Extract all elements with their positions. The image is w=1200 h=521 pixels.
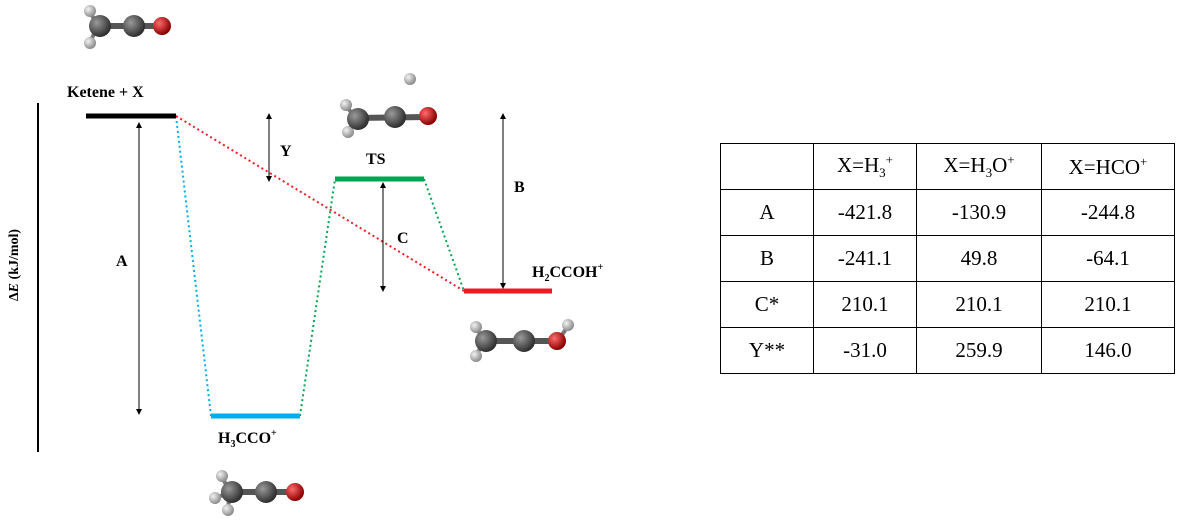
path-reactant-to-h2ccoh: [175, 115, 465, 292]
table-cell: -244.8: [1041, 189, 1175, 236]
path-reactant-to-h3cco: [175, 115, 212, 417]
path-h3cco-to-ts: [299, 178, 336, 417]
table-cell: -130.9: [916, 189, 1042, 236]
label-h2ccoh: H2CCOH+: [532, 262, 603, 284]
table-row-label: A: [720, 189, 814, 236]
table-cell: 210.1: [1041, 281, 1175, 328]
axis-label: ΔE (kJ/mol): [7, 229, 22, 302]
label-h3cco: H3CCO+: [218, 428, 277, 450]
table-cell: -241.1: [813, 235, 917, 282]
table-cell: 210.1: [916, 281, 1042, 328]
label-ts: TS: [366, 151, 386, 168]
label-arrow-y: Y: [280, 143, 292, 160]
table-cell: 259.9: [916, 327, 1042, 374]
table-cell: 210.1: [813, 281, 917, 328]
path-ts-to-h2ccoh: [423, 178, 465, 292]
table-header-row: X=H3+ X=H3O+ X=HCO+: [720, 143, 1175, 190]
label-arrow-c: C: [397, 230, 409, 247]
table-cell: -31.0: [813, 327, 917, 374]
table-header-cell: X=H3+: [813, 143, 917, 190]
table-cell: -421.8: [813, 189, 917, 236]
label-arrow-b: B: [514, 179, 525, 196]
table-cell: 49.8: [916, 235, 1042, 282]
h3cco-molecule-icon: [209, 470, 304, 516]
table-row: A-421.8-130.9-244.8: [720, 189, 1175, 236]
table-row-label: C*: [720, 281, 814, 328]
table-cell: -64.1: [1041, 235, 1175, 282]
table-header-cell: X=HCO+: [1041, 143, 1175, 190]
table-header-cell: [720, 143, 814, 190]
ts-molecule-icon: [340, 73, 437, 138]
h2ccoh-molecule-icon: [470, 319, 574, 362]
table-header-cell: X=H3O+: [916, 143, 1042, 190]
ketene-molecule-icon: [84, 5, 171, 49]
label-reactants: Ketene + X: [67, 84, 144, 101]
table-cell: 146.0: [1041, 327, 1175, 374]
label-arrow-a: A: [116, 253, 128, 270]
table-row-label: B: [720, 235, 814, 282]
energy-level-diagram: ΔE (kJ/mol): [7, 5, 603, 516]
table-row-label: Y**: [720, 327, 814, 374]
